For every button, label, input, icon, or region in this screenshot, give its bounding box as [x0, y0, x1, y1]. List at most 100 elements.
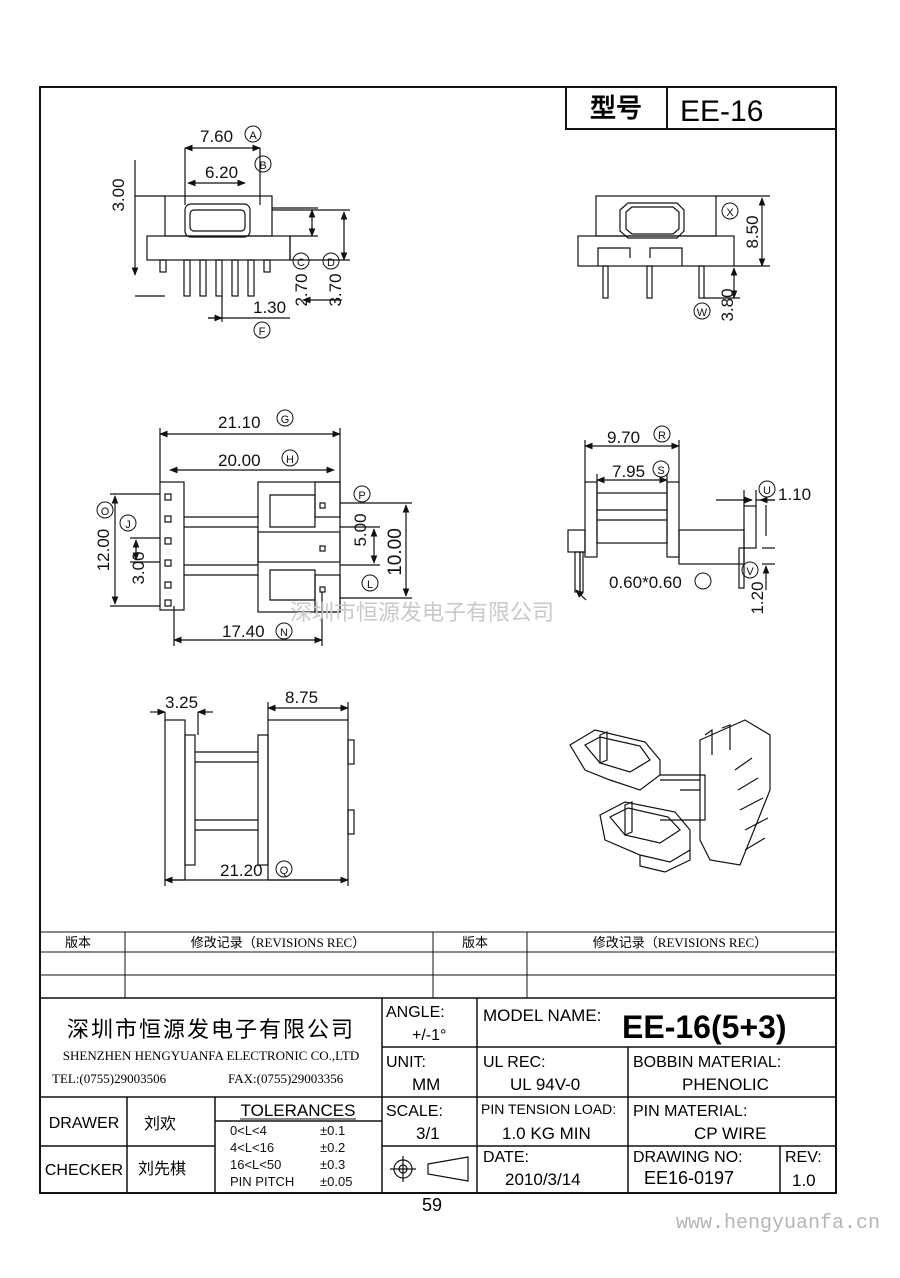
- marker-label: O: [101, 506, 110, 518]
- marker-label: U: [763, 485, 771, 497]
- dim-label: 1.10: [778, 485, 811, 504]
- pin-material-value: CP WIRE: [694, 1124, 766, 1143]
- unit-label: UNIT:: [386, 1054, 426, 1071]
- marker-circle: [253, 321, 271, 339]
- marker-circle: [281, 449, 299, 467]
- marker-label: W: [697, 307, 708, 319]
- scale-label: SCALE:: [386, 1103, 443, 1120]
- marker-circle: [694, 572, 712, 590]
- marker-circle: [254, 155, 272, 173]
- type-header-box: 型号 EE-16: [565, 86, 837, 130]
- pins-front-view: [159, 259, 271, 297]
- view-top-right: [577, 195, 770, 299]
- marker-circle: [276, 409, 294, 427]
- dim-label: 3.00: [109, 178, 128, 211]
- dim-label: 3.25: [165, 693, 198, 712]
- view-middle-right: [567, 440, 775, 601]
- marker-label: G: [281, 414, 290, 426]
- marker-circle: [275, 622, 293, 640]
- view-bottom-left: [150, 702, 355, 886]
- dim-label: 7.60: [200, 127, 233, 146]
- view-isometric: [569, 719, 771, 873]
- company-name-cn: 深圳市恒源发电子有限公司: [67, 1017, 355, 1042]
- view-top-left-labels: 7.60 A 6.20 B 3.00 C D 2.70 3.70 1.30 F: [109, 125, 345, 339]
- rev-col-version: 版本: [65, 936, 91, 951]
- date-label: DATE:: [483, 1149, 529, 1166]
- company-tel: TEL:(0755)29003506: [52, 1071, 167, 1086]
- pin-material-label: PIN MATERIAL:: [633, 1103, 747, 1120]
- dim-label: 1.30: [253, 298, 286, 317]
- marker-circle: [275, 860, 293, 878]
- bobbin-material-value: PHENOLIC: [682, 1075, 769, 1094]
- view-middle-left-labels: 21.10 G 20.00 H O 12.00 J 3.00 P 5.00 10…: [94, 409, 406, 641]
- company-fax: FAX:(0755)29003356: [228, 1071, 344, 1086]
- checker-label: CHECKER: [45, 1162, 123, 1179]
- marker-label: R: [658, 430, 666, 442]
- dim-label: 20.00: [218, 451, 261, 470]
- marker-label: N: [280, 627, 288, 639]
- model-name-value: EE-16(5+3): [622, 1009, 787, 1045]
- drawing-no-label: DRAWING NO:: [633, 1149, 743, 1166]
- page-number: 59: [422, 1195, 442, 1215]
- dim-label: 10.00: [385, 528, 406, 576]
- marker-circle: [292, 252, 310, 270]
- marker-label: F: [259, 326, 266, 338]
- marker-circle: [353, 485, 371, 503]
- type-value: EE-16: [680, 95, 763, 128]
- marker-circle: [758, 480, 776, 498]
- unit-value: MM: [412, 1075, 440, 1094]
- dim-label: 1.20: [748, 581, 767, 614]
- tolerance-value: ±0.05: [320, 1174, 352, 1189]
- dim-label: 5.00: [351, 513, 370, 546]
- tolerances-label: TOLERANCES: [241, 1101, 356, 1120]
- ul-rec-value: UL 94V-0: [510, 1075, 580, 1094]
- rev-label: REV:: [785, 1149, 822, 1166]
- tolerance-value: ±0.2: [320, 1140, 345, 1155]
- marker-label: S: [657, 465, 664, 477]
- marker-label: Q: [280, 865, 289, 877]
- dim-label: 3.00: [129, 551, 148, 584]
- marker-circle: [653, 425, 671, 443]
- watermark-site: www.hengyuanfa.cn: [676, 1212, 880, 1235]
- angle-label: ANGLE:: [386, 1004, 445, 1021]
- dim-label: 8.50: [743, 215, 762, 248]
- sheet-border: [39, 86, 837, 1194]
- marker-circle: [361, 574, 379, 592]
- marker-label: V: [746, 566, 754, 578]
- dim-label: 6.20: [205, 163, 238, 182]
- marker-label: X: [726, 207, 734, 219]
- title-block-grid: [40, 997, 836, 1193]
- dim-label: 8.75: [285, 688, 318, 707]
- rev-col-version-2: 版本: [462, 936, 488, 951]
- projection-symbol: [390, 1156, 469, 1182]
- tolerance-value: ±0.1: [320, 1123, 345, 1138]
- view-middle-right-labels: 9.70 R 7.95 S U 1.10 0.60*0.60 V 1.20: [607, 425, 811, 615]
- marker-circle: [96, 501, 114, 519]
- rev-col-records: 修改记录（REVISIONS REC）: [191, 935, 365, 950]
- dim-label: 21.20: [220, 861, 263, 880]
- ul-rec-label: UL REC:: [483, 1054, 546, 1071]
- drawer-name: 刘欢: [144, 1114, 176, 1133]
- view-top-left: [131, 144, 350, 322]
- dim-label: 17.40: [222, 622, 265, 641]
- checker-name: 刘先棋: [138, 1159, 186, 1178]
- dim-label: 3.80: [718, 288, 737, 321]
- angle-value: +/-1°: [412, 1027, 446, 1044]
- dim-label: 3.70: [326, 273, 345, 306]
- pin-holes-left: [164, 493, 172, 607]
- tolerance-range: PIN PITCH: [230, 1174, 294, 1189]
- marker-circle: [741, 561, 759, 579]
- tolerance-range: 4<L<16: [230, 1140, 274, 1155]
- drawing-no-value: EE16-0197: [644, 1168, 734, 1188]
- marker-circle: [721, 202, 739, 220]
- dim-label: 9.70: [607, 428, 640, 447]
- dim-label: 2.70: [292, 273, 311, 306]
- bobbin-material-label: BOBBIN MATERIAL:: [633, 1054, 781, 1071]
- marker-circle: [322, 252, 340, 270]
- date-value: 2010/3/14: [505, 1170, 581, 1189]
- dim-label: 0.60*0.60: [609, 573, 682, 592]
- marker-label: J: [125, 519, 131, 531]
- marker-label: H: [286, 454, 294, 466]
- marker-label: P: [358, 490, 365, 502]
- marker-label: A: [249, 130, 257, 142]
